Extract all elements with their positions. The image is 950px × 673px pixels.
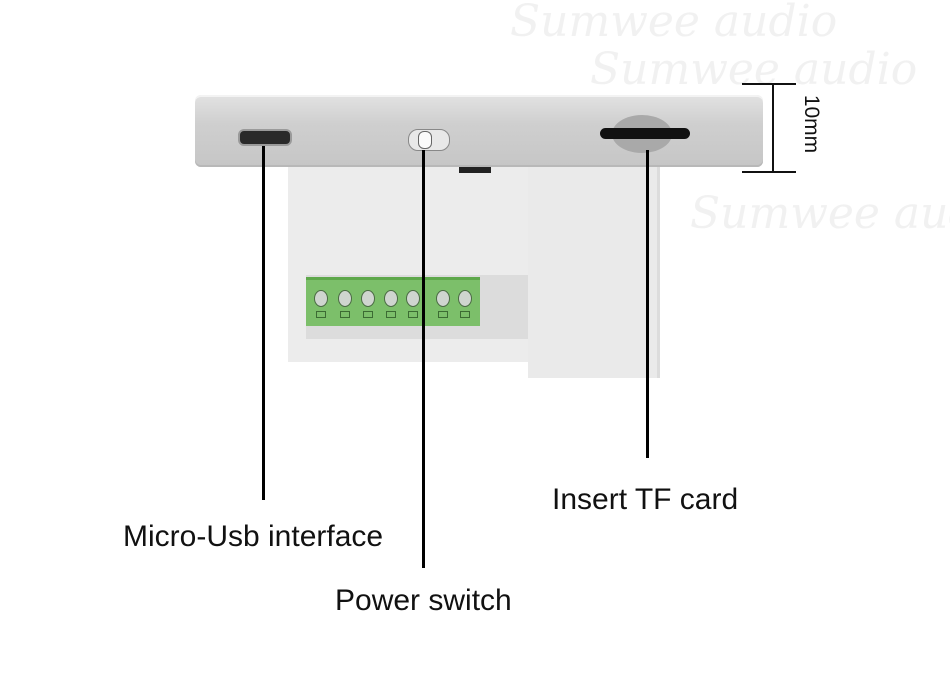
dimension-tick-bottom [742,171,796,173]
dimension-label: 10mm [800,94,824,154]
screw-icon [384,290,398,307]
plate-clip [459,167,491,173]
terminal-tab [438,311,448,318]
label-tf-card: Insert TF card [552,483,739,516]
terminal-tab [408,311,418,318]
callout-line-usb [262,146,265,500]
callout-line-switch [422,150,425,568]
terminal-tab [386,311,396,318]
callout-line-tf [646,150,649,458]
terminal-tab [363,311,373,318]
watermark: Sumwee audio [510,0,838,47]
label-power-switch: Power switch [335,584,512,617]
screw-icon [361,290,375,307]
terminal-tab [460,311,470,318]
dimension-line [772,84,774,172]
screw-icon [338,290,352,307]
terminal-block [306,277,480,326]
tf-card-slot [600,128,690,139]
terminal-tab [316,311,326,318]
screw-icon [314,290,328,307]
terminal-tab [340,311,350,318]
power-switch-knob [418,131,432,149]
watermark: Sumwee audio [690,188,950,239]
housing-body-right [528,167,660,378]
label-micro-usb: Micro-Usb interface [123,520,384,553]
screw-icon [436,290,450,307]
watermark: Sumwee audio [590,44,918,95]
dimension-tick-top [742,83,796,85]
screw-icon [406,290,420,307]
screw-icon [458,290,472,307]
micro-usb-port [238,129,292,146]
